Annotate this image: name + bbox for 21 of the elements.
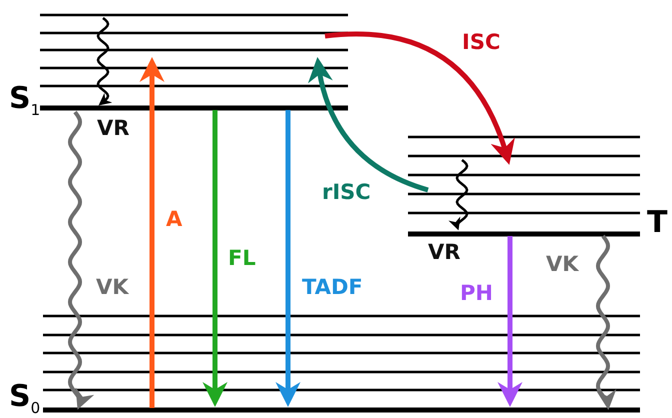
edge-label: PH: [460, 281, 493, 305]
curved-arrow: [324, 32, 514, 165]
arrow: [276, 110, 300, 407]
process-label: VR: [428, 240, 460, 264]
edge-label: FL: [228, 246, 256, 270]
edge-label: A: [166, 207, 182, 231]
curved-arrow: [308, 57, 429, 192]
edge-label: TADF: [302, 275, 363, 299]
edge-label: VK: [546, 252, 579, 276]
wavy-arrow: [68, 110, 94, 410]
edge-label: rISC: [322, 180, 371, 204]
state-label: S$_{1}$: [9, 84, 40, 121]
state-label: T: [647, 208, 668, 238]
edge-label: ISC: [462, 30, 500, 54]
wavy-arrow: [596, 234, 616, 410]
edge-label: VK: [96, 275, 129, 299]
arrow: [140, 57, 164, 408]
arrow: [202, 110, 228, 407]
process-label: VR: [97, 116, 130, 140]
state-label: S$_{0}$: [9, 382, 40, 418]
arrow: [498, 236, 522, 407]
